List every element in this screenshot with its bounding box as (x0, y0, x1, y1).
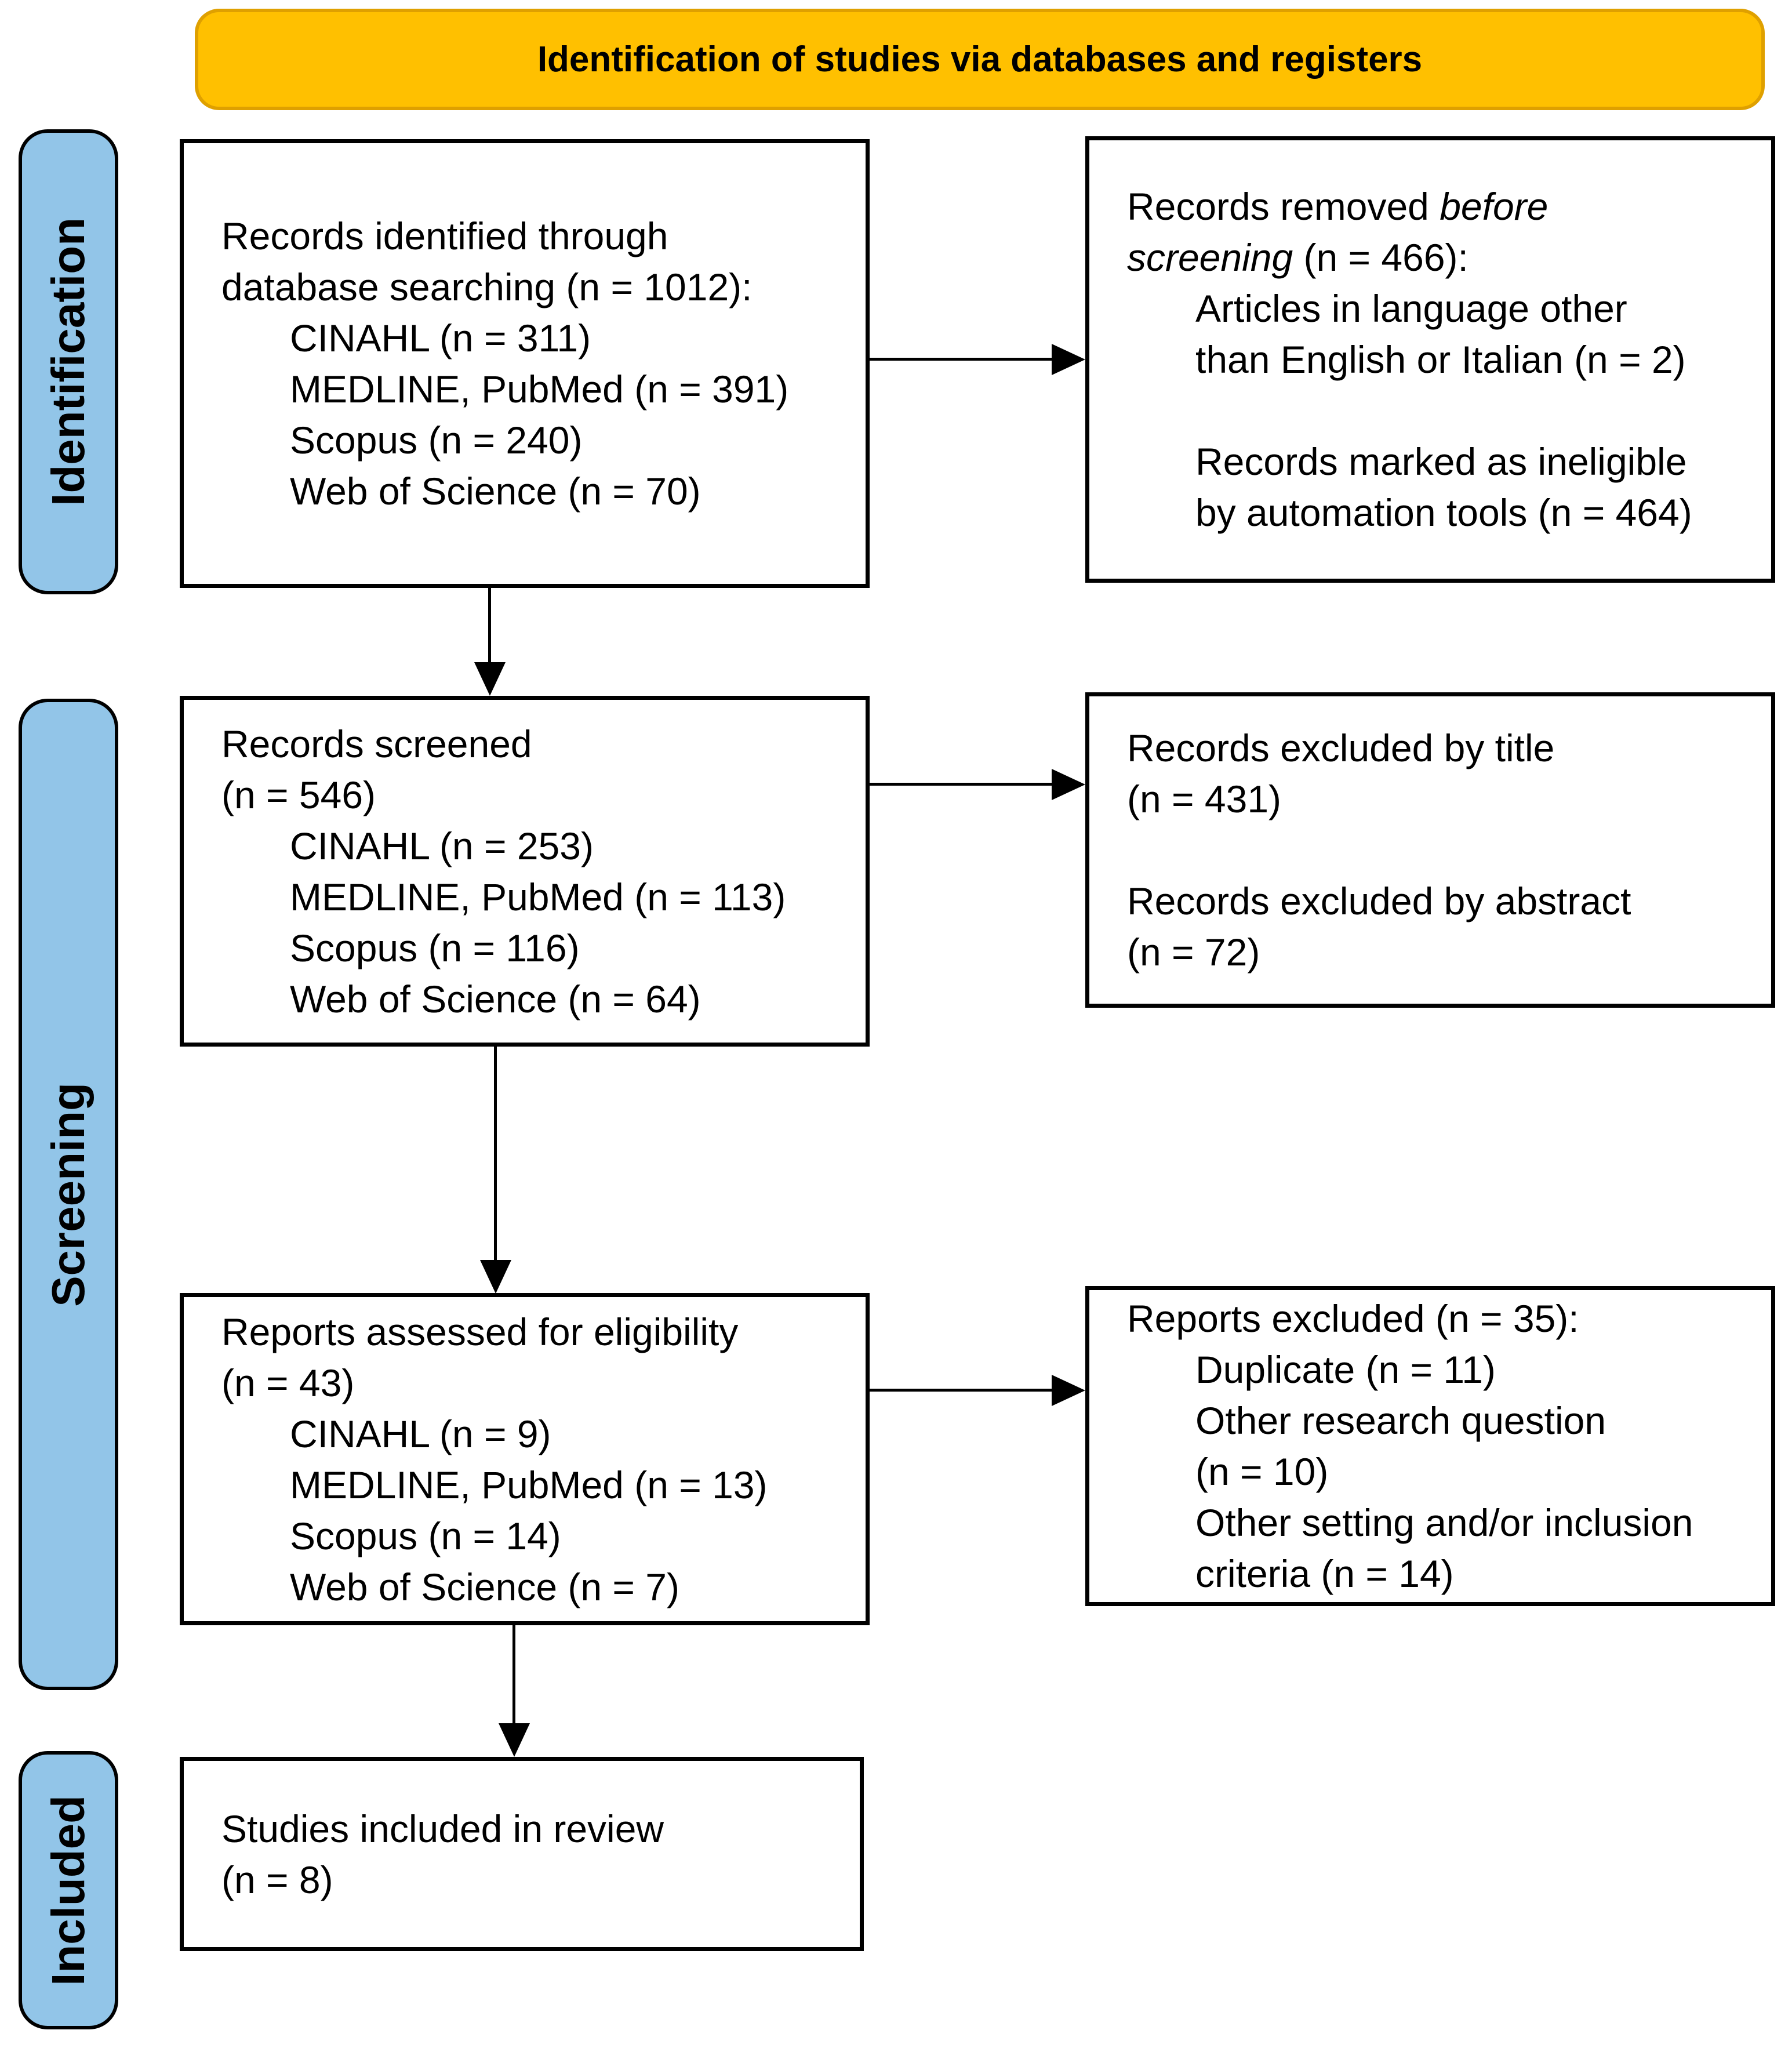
arrow-screened-to-excluded-line (868, 783, 1055, 786)
text-line: (n = 72) (1127, 931, 1260, 974)
text-line: Scopus (n = 14) (290, 1514, 561, 1557)
box-reports-excluded: Reports excluded (n = 35): Duplicate (n =… (1085, 1286, 1775, 1606)
text-line: CINAHL (n = 311) (290, 317, 591, 359)
text-line: Reports excluded (n = 35): (1127, 1297, 1579, 1340)
box-reports-assessed: Reports assessed for eligibility (n = 43)… (180, 1293, 870, 1625)
arrow-identified-to-screened-line (488, 588, 491, 664)
text-line: screening (n = 466): (1127, 236, 1469, 279)
text-line: Records identified through (221, 215, 668, 257)
box-records-identified: Records identified through database searc… (180, 139, 870, 588)
text-line: than English or Italian (n = 2) (1195, 338, 1686, 381)
text-line: Duplicate (n = 11) (1195, 1348, 1496, 1391)
text-line: Records excluded by title (1127, 727, 1555, 769)
text-line: Studies included in review (221, 1807, 664, 1850)
banner: Identification of studies via databases … (195, 9, 1765, 110)
stage-label-included: Included (42, 1795, 94, 1986)
text-line: CINAHL (n = 9) (290, 1412, 551, 1455)
text-line (1127, 825, 1757, 876)
text-line: Records screened (221, 722, 532, 765)
text-line: Web of Science (n = 70) (290, 470, 701, 513)
arrow-assessed-to-reports-excluded-line (870, 1389, 1055, 1392)
text-line: (n = 546) (221, 773, 376, 816)
stage-label-screening: Screening (42, 1082, 94, 1307)
banner-title: Identification of studies via databases … (537, 39, 1423, 79)
stage-label-identification: Identification (42, 217, 94, 506)
arrow-screened-to-assessed-head (480, 1260, 511, 1294)
text-line: (n = 10) (1195, 1450, 1329, 1493)
arrow-screened-to-assessed-line (494, 1045, 497, 1262)
text-line: database searching (n = 1012): (221, 266, 753, 308)
text-line: Other research question (1195, 1399, 1606, 1442)
arrow-assessed-to-reports-excluded-head (1052, 1375, 1085, 1406)
stage-bar-screening: Screening (19, 699, 118, 1690)
arrow-identified-to-screened-head (474, 662, 506, 696)
box-records-screened: Records screened (n = 546) CINAHL (n = 253… (180, 696, 870, 1047)
box-records-removed-before-screening: Records removed before screening (n = 466… (1085, 136, 1775, 583)
text-line: Records marked as ineligible (1195, 440, 1687, 483)
text-line: Web of Science (n = 7) (290, 1565, 679, 1608)
text-line: Scopus (n = 240) (290, 419, 583, 462)
text-line: Scopus (n = 116) (290, 926, 580, 969)
arrow-assessed-to-included-head (499, 1723, 530, 1757)
text-line: Records removed before (1127, 185, 1549, 228)
text-line: (n = 43) (221, 1361, 355, 1404)
text-line: (n = 8) (221, 1858, 333, 1901)
arrow-assessed-to-included-line (512, 1624, 515, 1725)
text-line: (n = 431) (1127, 778, 1281, 820)
text-line: by automation tools (n = 464) (1195, 491, 1692, 534)
arrow-identified-to-removed-line (868, 358, 1055, 361)
text-line (1127, 385, 1757, 436)
text-line: CINAHL (n = 253) (290, 824, 594, 867)
text-line: Records excluded by abstract (1127, 880, 1631, 923)
text-line: Other setting and/or inclusion (1195, 1501, 1693, 1544)
box-studies-included: Studies included in review (n = 8) (180, 1757, 864, 1951)
text-line: MEDLINE, PubMed (n = 113) (290, 875, 786, 918)
arrow-screened-to-excluded-head (1052, 769, 1085, 800)
text-line: MEDLINE, PubMed (n = 13) (290, 1463, 768, 1506)
text-line: criteria (n = 14) (1195, 1552, 1454, 1595)
box-records-excluded: Records excluded by title (n = 431) Record… (1085, 692, 1775, 1008)
text-line: Articles in language other (1195, 287, 1627, 330)
text-line: Web of Science (n = 64) (290, 977, 701, 1020)
arrow-identified-to-removed-head (1052, 344, 1085, 375)
stage-bar-identification: Identification (19, 129, 118, 594)
text-line: MEDLINE, PubMed (n = 391) (290, 368, 789, 411)
text-line: Reports assessed for eligibility (221, 1310, 739, 1353)
stage-bar-included: Included (19, 1751, 118, 2029)
